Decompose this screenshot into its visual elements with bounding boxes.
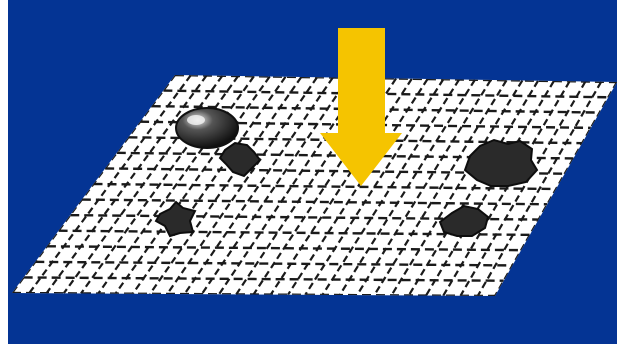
left-border <box>0 0 8 344</box>
